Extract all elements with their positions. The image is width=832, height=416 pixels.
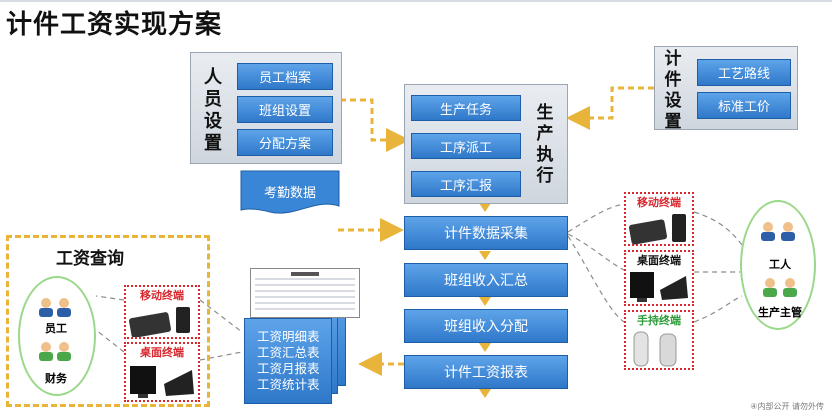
desktop-device-icon	[630, 272, 688, 302]
process-route-button[interactable]: 工艺路线	[697, 59, 791, 86]
page-title: 计件工资实现方案	[6, 10, 223, 40]
employee-file-button[interactable]: 员工档案	[237, 63, 333, 90]
worker-role-label: 工人	[769, 258, 791, 271]
personnel-label-char: 设	[204, 111, 222, 132]
right-desktop-terminal[interactable]: 桌面终端	[624, 250, 694, 306]
piecework-label-char: 计	[664, 49, 682, 69]
personnel-label: 人员设置	[201, 67, 225, 155]
desktop-icon	[130, 366, 194, 398]
allocation-plan-button[interactable]: 分配方案	[237, 129, 333, 156]
flow-team-income-allocation[interactable]: 班组收入分配	[404, 309, 568, 343]
piecework-panel: 计件设置 工艺路线 标准工价	[654, 46, 798, 133]
employee-role-label: 员工	[45, 322, 67, 335]
right-desktop-terminal-label: 桌面终端	[637, 254, 681, 267]
standard-price-button[interactable]: 标准工价	[697, 92, 791, 119]
process-report-button[interactable]: 工序汇报	[411, 171, 521, 197]
production-label-char: 执	[536, 145, 554, 165]
left-mobile-terminal-label: 移动终端	[140, 289, 184, 302]
left-mobile-terminal[interactable]: 移动终端	[124, 285, 200, 339]
salary-query-frame	[6, 235, 210, 407]
production-manager-label: 生产主管	[758, 306, 802, 319]
report-detail: 工资明细表	[257, 329, 320, 344]
right-mobile-terminal-label: 移动终端	[637, 196, 681, 209]
finance-icon	[36, 340, 76, 366]
worker-roles-ellipse	[740, 200, 816, 330]
production-label-char: 生	[536, 103, 554, 123]
piecework-label-char: 设	[664, 91, 682, 111]
production-manager-icon	[760, 276, 804, 302]
personnel-label-char: 人	[204, 67, 222, 88]
left-desktop-terminal-label: 桌面终端	[140, 346, 184, 359]
right-handheld-terminal[interactable]: 手持终端	[624, 310, 694, 370]
attendance-data[interactable]: 考勤数据	[263, 186, 316, 201]
report-monthly: 工资月报表	[257, 361, 320, 376]
piecework-label-char: 置	[664, 112, 682, 132]
salary-query-title: 工资查询	[56, 249, 124, 269]
process-dispatch-button[interactable]: 工序派工	[411, 133, 521, 159]
personnel-panel: 人员设置 员工档案 班组设置 分配方案	[190, 52, 342, 164]
production-label-char: 产	[536, 124, 554, 144]
report-doc-front[interactable]: 工资明细表 工资汇总表 工资月报表 工资统计表	[244, 318, 332, 404]
finance-role-label: 财务	[45, 372, 67, 385]
footer-note: ④内部公开 请勿外传	[750, 402, 824, 411]
personnel-label-char: 置	[204, 133, 222, 154]
production-label-char: 行	[536, 166, 554, 186]
flow-team-income-summary[interactable]: 班组收入汇总	[404, 263, 568, 297]
right-mobile-terminal[interactable]: 移动终端	[624, 192, 694, 246]
production-label: 生产执行	[533, 103, 559, 187]
production-panel: 生产任务 工序派工 工序汇报 生产执行	[404, 84, 568, 204]
employee-icon	[36, 296, 76, 322]
flow-data-collection[interactable]: 计件数据采集	[404, 216, 568, 250]
handheld-scanner-icon	[633, 331, 677, 367]
right-handheld-terminal-label: 手持终端	[637, 314, 681, 327]
personnel-label-char: 员	[204, 89, 222, 110]
worker-icon	[758, 220, 802, 246]
salary-roles-ellipse	[18, 276, 96, 396]
report-summary: 工资汇总表	[257, 345, 320, 360]
tablet-icon	[129, 307, 190, 338]
personnel-to-production-arrow	[340, 98, 410, 152]
piecework-to-production-arrow	[566, 86, 654, 130]
left-desktop-terminal[interactable]: 桌面终端	[124, 342, 200, 402]
flow-piecework-report[interactable]: 计件工资报表	[404, 355, 568, 389]
top-rule	[0, 0, 832, 2]
production-task-button[interactable]: 生产任务	[411, 95, 521, 121]
mobile-device-icon	[629, 214, 686, 245]
report-statistics: 工资统计表	[257, 377, 320, 392]
team-settings-button[interactable]: 班组设置	[237, 96, 333, 123]
piecework-label-char: 件	[664, 70, 682, 90]
report-screenshot	[250, 268, 360, 318]
attendance-doc-shape	[240, 170, 340, 214]
piecework-label: 计件设置	[661, 49, 687, 133]
